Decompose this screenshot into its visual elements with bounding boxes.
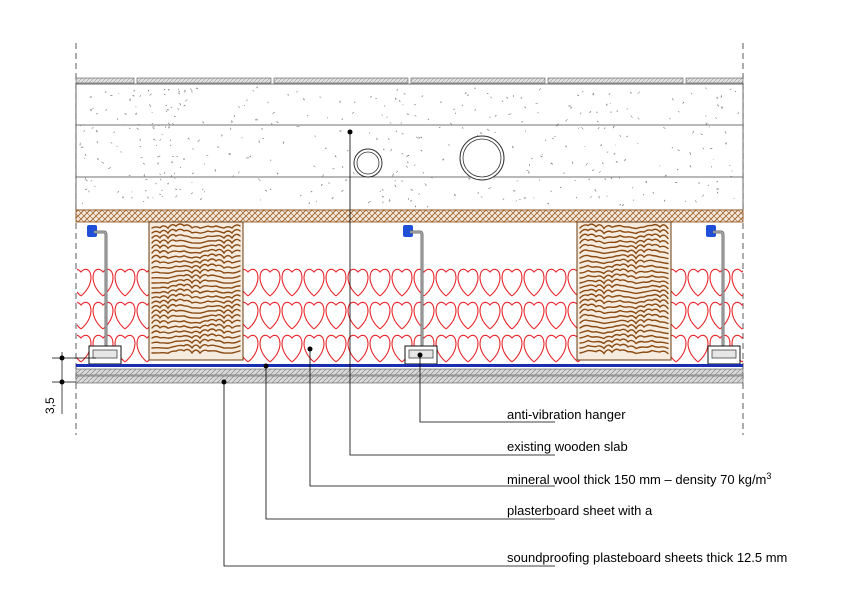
leader-slab [347,129,555,456]
anti-vibration-hanger-2 [403,225,438,365]
label-mineral-wool-sup: 3 [766,471,771,481]
floor-tile [273,77,409,84]
label-mineral-wool: mineral wool thick 150 mm – density 70 k… [507,471,771,487]
anti-vibration-hanger-3 [706,225,741,365]
plasterboard-sheet [76,364,743,367]
wooden-joist-right [576,221,672,361]
label-anti-vibration-hanger: anti-vibration hanger [507,407,626,422]
floor-tile [75,77,135,84]
floor-tile [685,77,744,84]
leader-plasterboard [263,363,555,520]
leader-soundproof [221,379,555,567]
wooden-joist-left [148,221,244,361]
floor-tile [410,77,546,84]
label-plasterboard-sheet: plasterboard sheet with a [507,503,653,518]
label-mineral-wool-main: mineral wool thick 150 mm – density 70 k… [507,472,766,487]
anti-vibration-hanger-1 [87,225,122,365]
pipe-large [459,135,505,181]
floor-tiles [75,77,744,84]
floor-tile [547,77,684,84]
dimension-value: 3,5 [43,397,57,414]
pipe-small [353,148,383,178]
leader-hanger [417,352,555,423]
soundproofing-boards [75,368,744,384]
floor-tile [136,77,272,84]
dimension-line [52,352,96,414]
wooden-slab-board [75,209,744,223]
label-existing-wooden-slab: existing wooden slab [507,439,628,454]
leader-wool [307,346,555,487]
screed-layers [75,83,744,211]
label-soundproofing-boards: soundproofing plasteboard sheets thick 1… [507,550,787,565]
